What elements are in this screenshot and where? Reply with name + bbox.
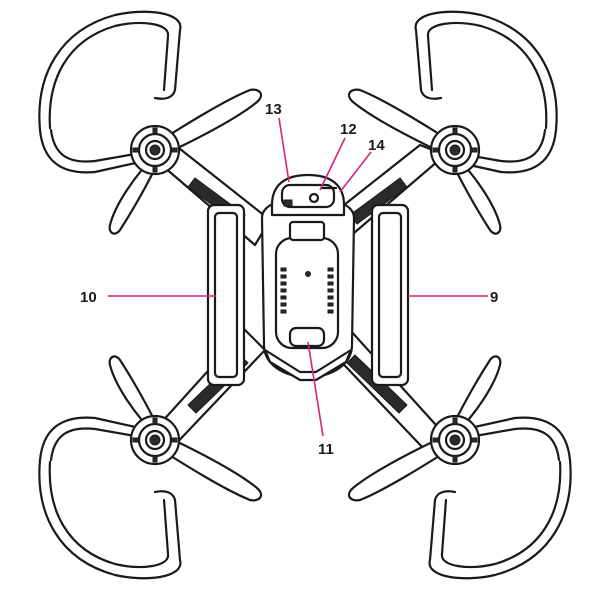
side-frame-right [370,203,410,387]
rotor-hub-top-right [429,124,481,176]
battery [274,220,340,350]
rotor-hub-bottom-left [129,414,181,466]
side-frame-left [206,203,246,387]
camera-head [270,173,346,217]
rotor-hub-top-left [129,124,181,176]
callout-label-13: 13 [265,101,282,118]
callout-label-9: 9 [490,289,498,306]
callout-line-12 [319,137,346,191]
callout-label-14: 14 [368,137,385,154]
callout-line-11 [307,341,324,437]
callout-lines [108,117,488,437]
battery-vents-right [327,267,334,314]
callout-label-10: 10 [80,289,97,306]
rotor-hub-bottom-right [429,414,481,466]
callout-label-12: 12 [340,121,357,138]
callout-label-11: 11 [318,441,334,458]
callout-labels: 9 10 11 12 13 14 [80,101,498,458]
battery-vents-left [280,267,287,314]
callout-line-13 [278,117,290,183]
callout-line-14 [339,151,372,193]
